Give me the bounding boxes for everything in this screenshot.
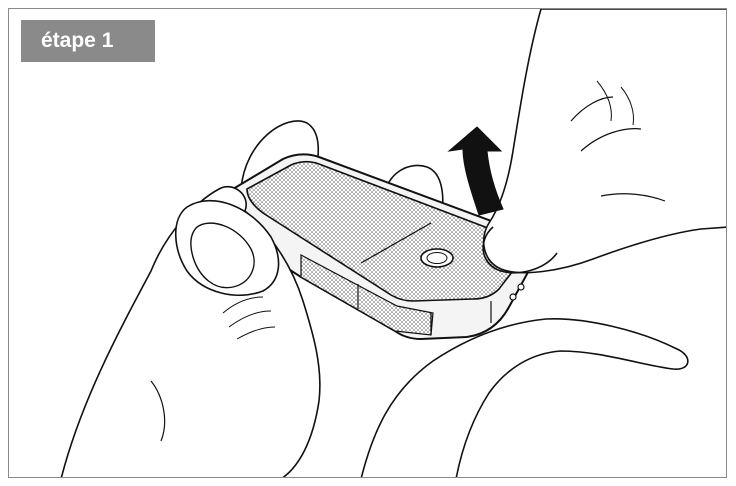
illustration-frame: étape 1 <box>8 8 727 478</box>
side-port <box>510 294 516 300</box>
curved-arrow-icon <box>449 127 503 215</box>
hands-holding-device-illustration <box>9 9 727 478</box>
side-port <box>518 284 524 290</box>
right-hand <box>484 9 727 273</box>
step-label: étape 1 <box>21 20 155 62</box>
lower-hand <box>361 319 688 478</box>
home-button <box>421 249 453 267</box>
